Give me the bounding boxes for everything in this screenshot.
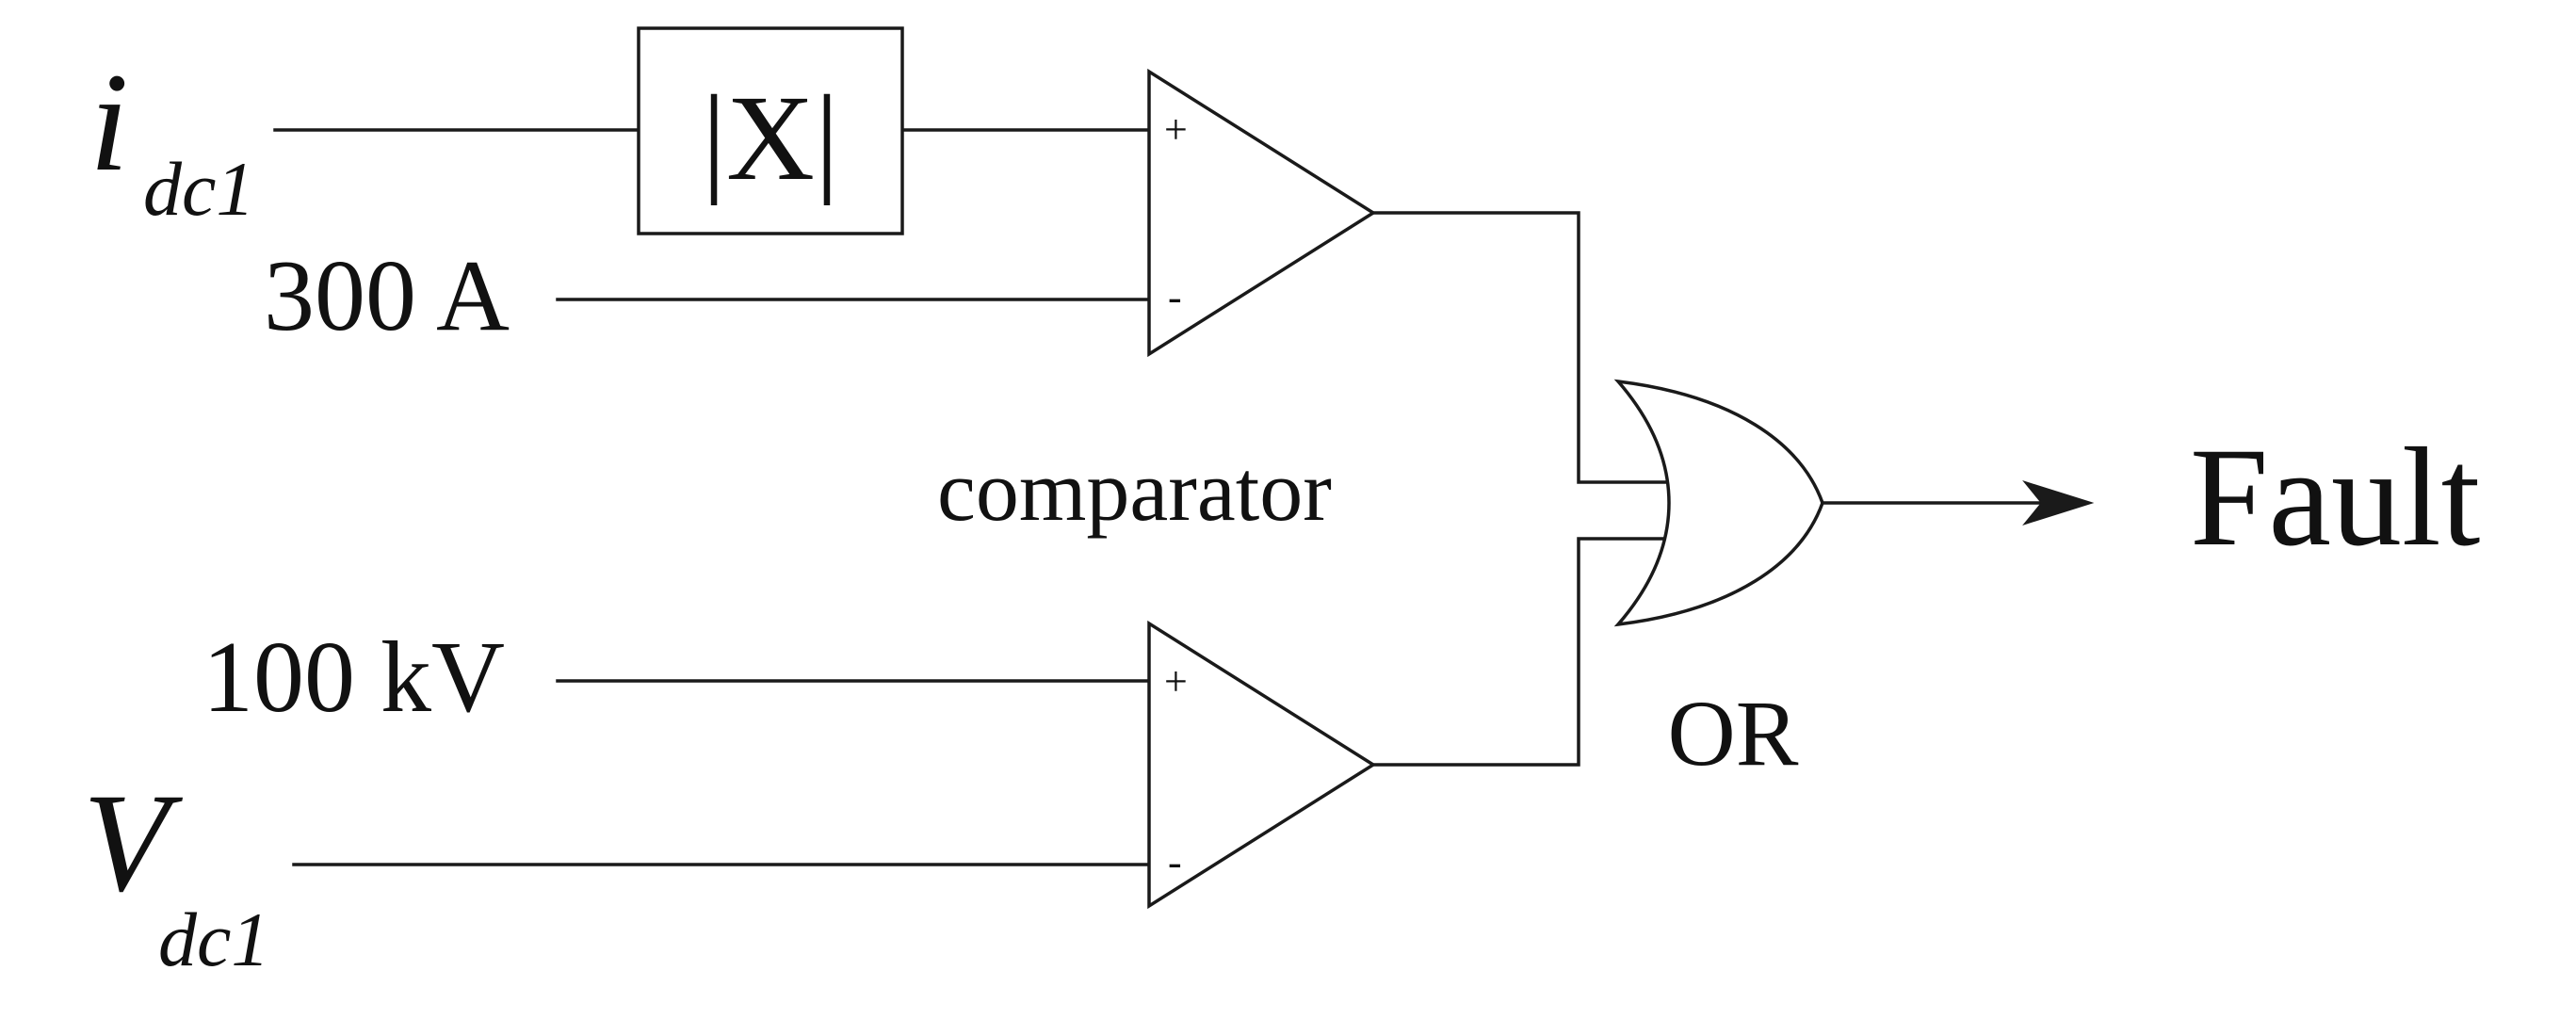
top-comparator-output-wire (1371, 211, 1669, 484)
or-gate-label: OR (1668, 681, 1799, 785)
fault-output-label: Fault (2190, 419, 2480, 575)
top-comparator-minus: - (1168, 274, 1182, 320)
bottom-comparator-plus: + (1164, 658, 1188, 704)
fault-arrow-icon (2022, 480, 2095, 526)
current-input-symbol: i (89, 44, 129, 201)
top-comparator-plus: + (1164, 106, 1188, 153)
bottom-comparator (1147, 620, 1377, 910)
comparator-label: comparator (937, 443, 1332, 539)
top-comparator (1147, 68, 1377, 358)
abs-value-label: |X| (702, 71, 839, 206)
voltage-input-symbol: V (83, 765, 184, 921)
current-input-subscript: dc1 (143, 146, 254, 232)
bottom-comparator-output-wire (1371, 537, 1669, 767)
abs-value-block (637, 26, 904, 235)
voltage-input-subscript: dc1 (158, 897, 269, 982)
current-threshold-label: 300 A (264, 240, 510, 352)
voltage-threshold-label: 100 kV (203, 622, 505, 734)
or-gate (1613, 379, 1824, 627)
bottom-comparator-minus: - (1168, 839, 1182, 885)
